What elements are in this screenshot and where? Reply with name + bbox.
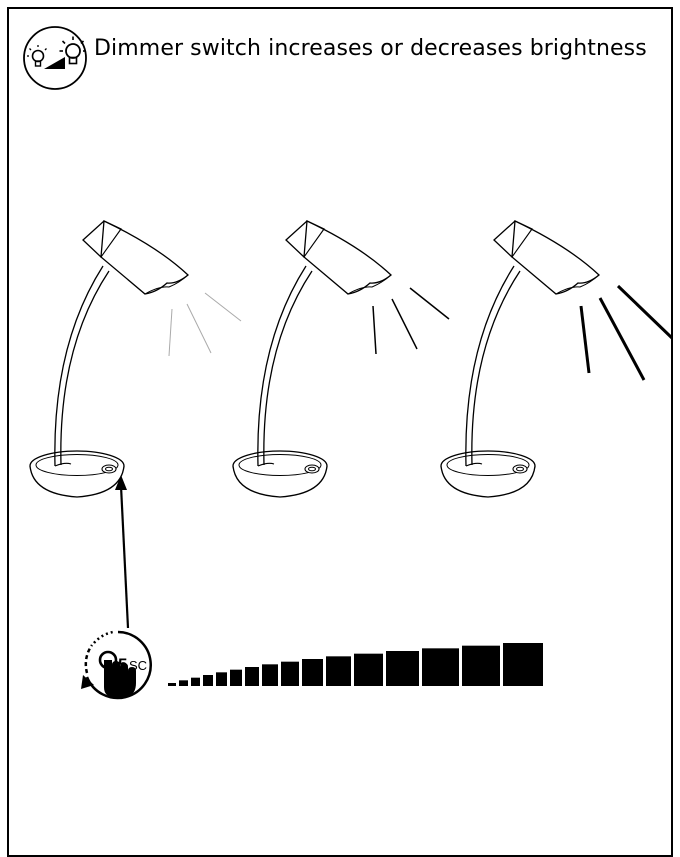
- brightness-step: [302, 659, 323, 686]
- brightness-step: [354, 654, 383, 686]
- brightness-step: [245, 667, 259, 686]
- timer-value: 5: [118, 655, 127, 674]
- brightness-step: [503, 643, 543, 686]
- brightness-step: [179, 680, 188, 686]
- brightness-bar: [168, 643, 543, 686]
- brightness-step: [203, 675, 213, 686]
- brightness-step: [191, 678, 200, 686]
- brightness-step: [168, 683, 176, 686]
- brightness-step: [230, 670, 242, 686]
- brightness-step: [281, 662, 299, 686]
- timer-unit: SC: [129, 658, 147, 673]
- brightness-step: [462, 646, 500, 686]
- lamp-high: [441, 221, 672, 497]
- light-rays-high: [581, 286, 672, 380]
- brightness-step: [386, 651, 419, 686]
- light-rays-low: [169, 293, 241, 356]
- lamp-low: [30, 221, 241, 497]
- light-rays-medium: [373, 288, 449, 354]
- brightness-step: [216, 672, 227, 686]
- pointer-arrow: [115, 475, 128, 628]
- lamp-medium: [233, 221, 449, 497]
- brightness-step: [422, 648, 459, 686]
- brightness-step: [326, 656, 351, 686]
- brightness-step: [262, 664, 278, 686]
